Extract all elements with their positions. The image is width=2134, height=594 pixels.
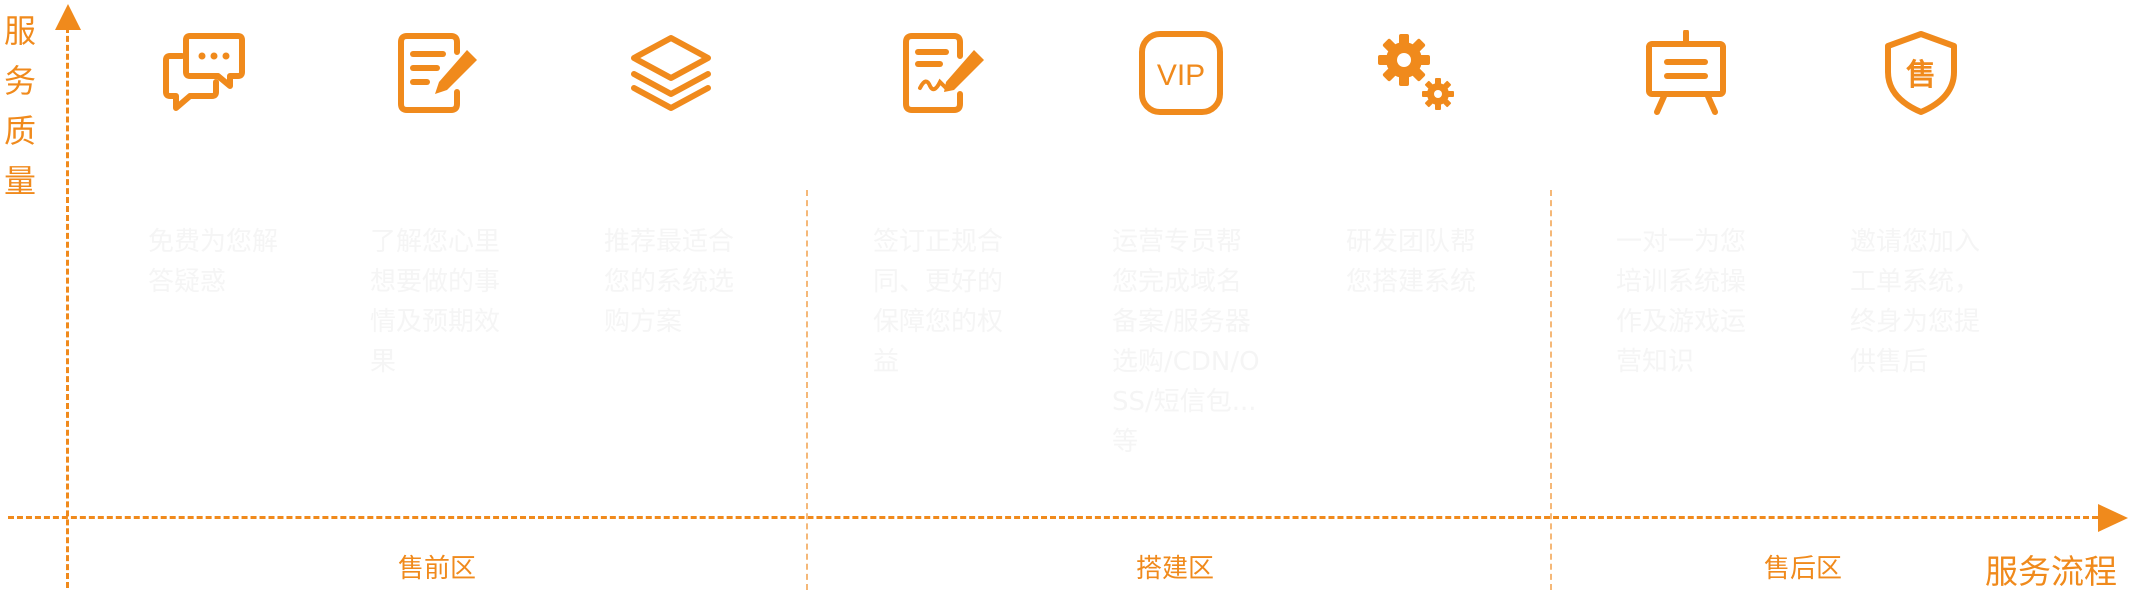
after-sale-shield-icon: 售 (1878, 30, 1964, 116)
zone-label-presale: 售前区 (398, 554, 477, 584)
y-axis-label: 服务质量 (3, 12, 36, 200)
step-text-1: 免费为您解答疑惑 (148, 227, 279, 297)
layers-icon (628, 30, 714, 116)
zone-label-setup: 搭建区 (1136, 554, 1215, 584)
zone-divider (806, 190, 808, 590)
edit-document-icon (395, 30, 481, 116)
y-axis-arrow-icon (55, 4, 81, 30)
x-axis-arrow-icon (2098, 504, 2128, 532)
x-axis-label: 服务流程 (1985, 552, 2117, 591)
vip-text: VIP (1157, 59, 1205, 92)
x-axis-line (8, 516, 2098, 519)
vip-badge-icon: VIP (1138, 30, 1224, 116)
contract-sign-icon (900, 30, 986, 116)
step-text-7: 一对一为您培训系统操作及游戏运营知识 (1616, 227, 1747, 377)
step-text-3: 推荐最适合您的系统选购方案 (604, 227, 735, 337)
y-axis-line (66, 18, 69, 588)
gears-icon (1372, 30, 1458, 116)
zone-divider (1550, 190, 1552, 590)
step-text-6: 研发团队帮您搭建系统 (1346, 227, 1477, 297)
step-text-8: 邀请您加入工单系统，终身为您提供售后 (1850, 227, 1981, 377)
step-text-5: 运营专员帮您完成域名备案/服务器选购/CDN/OSS/短信包...等 (1112, 227, 1260, 457)
chat-bubbles-icon (160, 30, 246, 116)
step-text-2: 了解您心里想要做的事情及预期效果 (370, 227, 501, 377)
step-text-4: 签订正规合同、更好的保障您的权益 (873, 227, 1004, 377)
training-board-icon (1643, 30, 1729, 116)
zone-label-aftersale: 售后区 (1764, 554, 1843, 584)
shield-char: 售 (1906, 58, 1936, 93)
